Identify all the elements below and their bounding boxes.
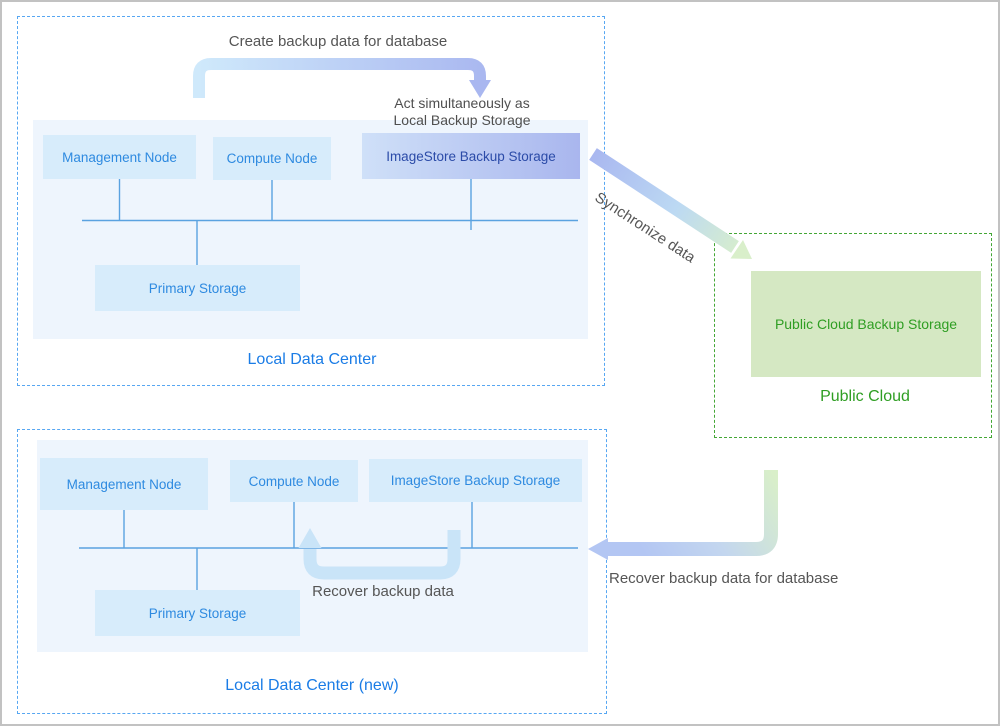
act-simultaneously-line1: Act simultaneously as xyxy=(394,95,530,111)
local-data-center-new-box xyxy=(17,429,607,714)
public-cloud-backup-storage: Public Cloud Backup Storage xyxy=(751,271,981,377)
public-cloud-label: Public Cloud xyxy=(820,388,910,405)
bottom-primary-storage: Primary Storage xyxy=(95,590,300,636)
act-simultaneously-line2: Local Backup Storage xyxy=(393,112,531,128)
top-compute-node: Compute Node xyxy=(213,137,331,180)
top-management-node: Management Node xyxy=(43,135,196,179)
top-primary-storage: Primary Storage xyxy=(95,265,300,311)
local-data-center-label: Local Data Center xyxy=(247,351,377,368)
create-backup-annotation: Create backup data for database xyxy=(228,33,448,50)
recover-for-database-annotation: Recover backup data for database xyxy=(609,570,839,587)
recover-for-database-arrow xyxy=(588,470,778,560)
bottom-management-node: Management Node xyxy=(40,458,208,510)
bottom-imagestore-backup-storage: ImageStore Backup Storage xyxy=(369,459,582,502)
synchronize-data-label: Synchronize data xyxy=(591,189,699,267)
recover-backup-annotation: Recover backup data xyxy=(312,583,454,600)
public-cloud-box xyxy=(714,233,992,438)
local-data-center-new-label: Local Data Center (new) xyxy=(225,677,399,694)
bottom-compute-node: Compute Node xyxy=(230,460,358,502)
act-simultaneously-annotation: Act simultaneously as Local Backup Stora… xyxy=(380,95,544,129)
top-imagestore-backup-storage: ImageStore Backup Storage xyxy=(362,133,580,179)
